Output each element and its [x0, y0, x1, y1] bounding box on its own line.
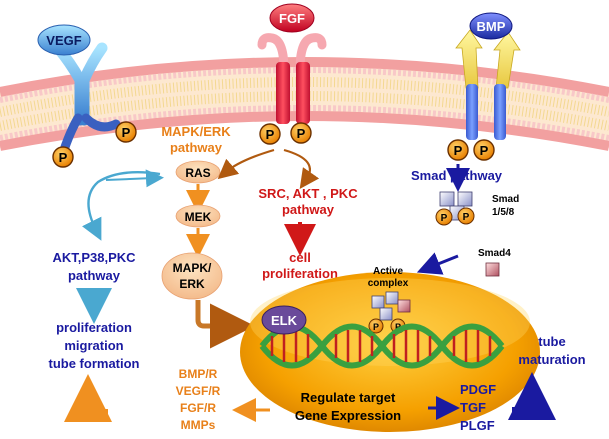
outcome-migration: migration — [64, 338, 123, 353]
bmp-label: BMP — [477, 19, 506, 34]
vegf-ligand — [37, 24, 91, 56]
phospho-bmp-1: P — [447, 139, 469, 161]
svg-text:P: P — [297, 126, 306, 141]
akt-p38-pkc-label-line2: pathway — [68, 268, 121, 283]
svg-text:P: P — [122, 125, 131, 140]
bmp-ligand — [469, 12, 513, 40]
regulate-label-line1: Regulate target — [301, 390, 396, 405]
phospho-bmp-2: P — [473, 139, 495, 161]
svg-text:RAS: RAS — [185, 166, 210, 180]
mapk-erk-pathway-label-line1: MAPK/ERK — [161, 124, 231, 139]
smad4-cube — [485, 262, 500, 277]
mapk-erk-node: MAPK/ ERK — [161, 252, 223, 300]
phospho-fgf-1: P — [259, 123, 281, 145]
smad158-label-line2: 1/5/8 — [492, 207, 515, 218]
fgf-to-src-arrow — [283, 148, 320, 190]
active-complex-label-line2: complex — [368, 278, 409, 289]
bmp-receptor: BMP — [455, 12, 521, 140]
smad158-complex: P P — [435, 191, 475, 226]
target-fgfr: FGF/R — [180, 401, 216, 415]
mapk-to-elk-arrow — [195, 300, 255, 349]
src-akt-pkc-label-line2: pathway — [282, 202, 335, 217]
svg-text:MEK: MEK — [185, 210, 212, 224]
fgf-ligand — [269, 3, 315, 33]
svg-text:P: P — [480, 143, 489, 158]
active-complex-label-line1: Active — [373, 266, 403, 277]
cell-proliferation-line1: cell — [289, 250, 311, 265]
tube-maturation-line2: maturation — [518, 352, 585, 367]
svg-text:P: P — [395, 322, 401, 332]
target-tgf: TGF — [460, 400, 486, 415]
svg-text:ERK: ERK — [179, 277, 205, 291]
fgf-label: FGF — [279, 11, 305, 26]
targets-to-maturation-arrow — [508, 372, 556, 420]
phospho-vegf-1: P — [52, 146, 74, 168]
smad158-label-line1: Smad — [492, 194, 519, 205]
vegf-receptor: VEGF — [37, 24, 121, 155]
target-bmpr: BMP/R — [179, 367, 218, 381]
fgf-to-ras-arrow — [217, 148, 275, 180]
mapk-erk-pathway-label-line2: pathway — [170, 140, 223, 155]
phospho-vegf-2: P — [115, 121, 137, 143]
svg-text:ELK: ELK — [271, 313, 298, 328]
vegf-to-ras-arrow — [105, 169, 164, 188]
dna-helix — [259, 323, 505, 369]
akt-p38-pkc-label-line1: AKT,P38,PKC — [52, 250, 136, 265]
outcome-proliferation: proliferation — [56, 320, 132, 335]
tube-maturation-line1: tube — [538, 334, 565, 349]
smad4-label: Smad4 — [478, 248, 511, 259]
phospho-groups: P P P P P P — [52, 121, 495, 168]
target-pdgf: PDGF — [460, 382, 496, 397]
svg-text:P: P — [441, 213, 448, 224]
fgf-receptor: FGF — [257, 3, 327, 124]
mek-node: MEK — [175, 204, 221, 228]
svg-text:P: P — [463, 212, 470, 223]
vegf-label: VEGF — [46, 33, 81, 48]
targets-to-outcomes-arrow — [64, 374, 112, 422]
target-vegfr: VEGF/R — [176, 384, 221, 398]
svg-text:P: P — [373, 322, 379, 332]
ras-node: RAS — [175, 160, 221, 184]
svg-text:P: P — [59, 150, 68, 165]
ras-to-akt-arrow — [82, 171, 161, 241]
phospho-fgf-2: P — [290, 122, 312, 144]
elk-node: ELK — [261, 305, 307, 335]
outcome-tube-formation: tube formation — [49, 356, 140, 371]
target-mmps: MMPs — [181, 418, 216, 432]
svg-text:P: P — [266, 127, 275, 142]
svg-text:P: P — [454, 143, 463, 158]
smad4-to-complex-arrow — [416, 252, 459, 275]
target-plgf: PLGF — [460, 418, 495, 433]
src-akt-pkc-label-line1: SRC, AKT , PKC — [258, 186, 358, 201]
regulate-label-line2: Gene Expression — [295, 408, 401, 423]
svg-text:MAPK/: MAPK/ — [173, 261, 212, 275]
cell-proliferation-line2: proliferation — [262, 266, 338, 281]
